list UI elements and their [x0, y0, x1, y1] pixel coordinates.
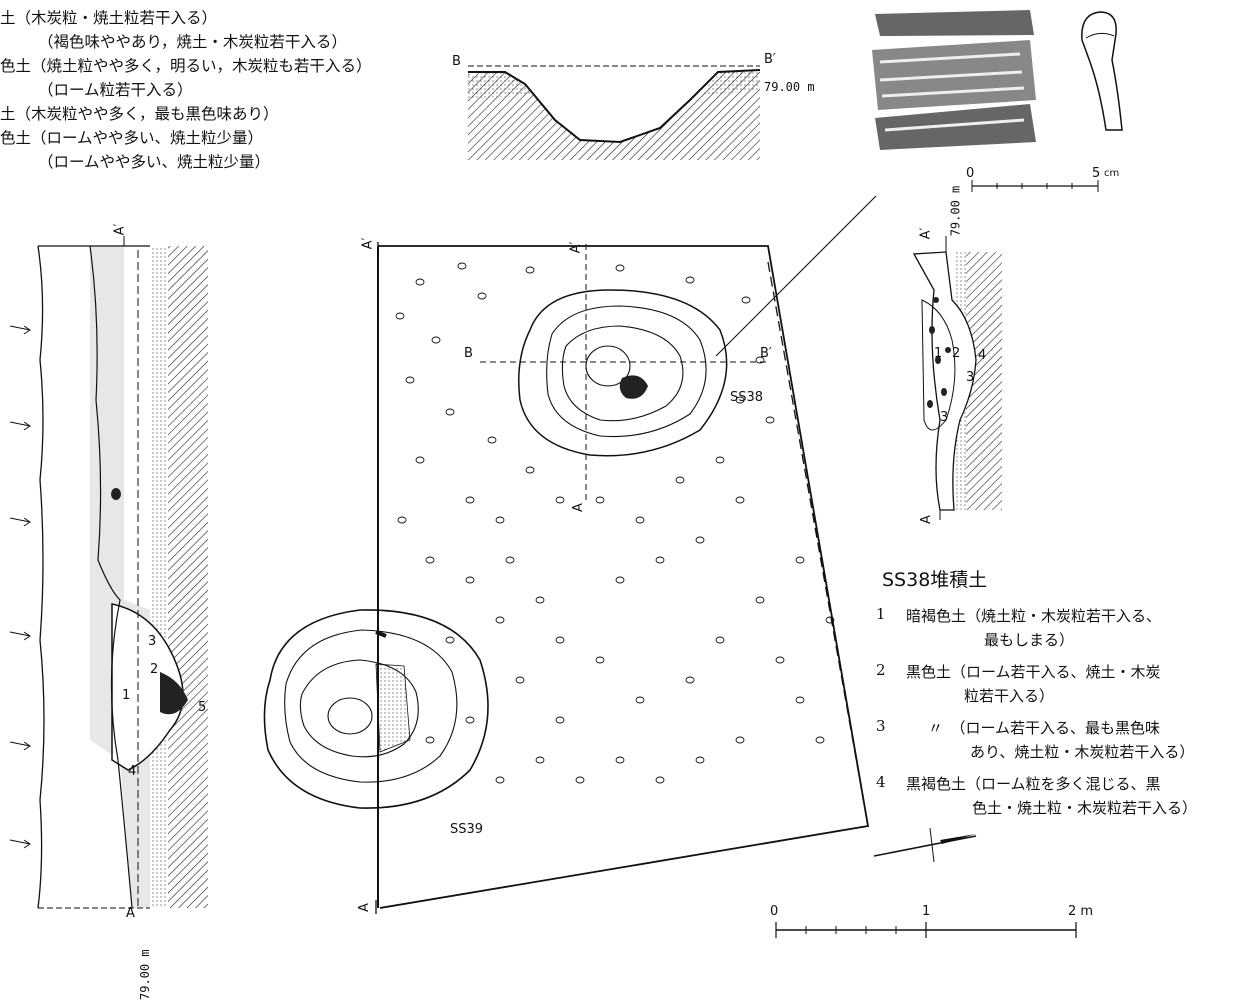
pit-ss38-label: SS38	[730, 390, 764, 405]
left-section-profile	[9, 236, 208, 909]
legend-item-num: 2	[876, 661, 886, 679]
left-section-top-label: A′	[112, 223, 128, 236]
right-layer-3: 3	[966, 370, 975, 385]
legend-item-num: 1	[876, 605, 886, 623]
plan-view	[263, 195, 877, 914]
pit-ss38	[518, 289, 728, 457]
legend-item-num: 4	[876, 773, 886, 791]
right-section-bottom-label: A	[918, 515, 934, 524]
legend-item-text: 最もしまる）	[984, 631, 1075, 649]
legend-line: （ロームやや多い、焼土粒少量）	[38, 153, 271, 171]
left-layer-4: 4	[128, 764, 137, 779]
plan-scale-one: 1	[922, 904, 931, 919]
right-layer-2: 2	[952, 346, 961, 361]
left-layer-1: 1	[122, 688, 131, 703]
right-section-elevation: 79.00 m	[948, 185, 963, 237]
artifact-scale-zero: 0	[966, 166, 975, 181]
legend-line: 土（木炭粒やや多く，最も黒色味あり）	[0, 105, 279, 123]
plan-b-prime-label: B′	[760, 346, 772, 361]
plan-a-bottom: A	[356, 903, 372, 912]
legend-item-text: 黒色土（ローム若干入る、焼土・木炭	[906, 663, 1161, 681]
north-arrow	[873, 827, 977, 863]
artifact-scale-five: 5	[1092, 166, 1101, 181]
legend-line: 色土（焼土粒やや多く，明るい，木炭粒も若干入る）	[0, 57, 372, 75]
left-section-bottom-label: A	[126, 906, 135, 921]
right-layer-4: 4	[978, 348, 987, 363]
section-bb-elevation: 79.00 m	[764, 80, 815, 94]
artifact-scale-unit: cm	[1104, 168, 1120, 179]
section-b-prime-label: B′	[764, 52, 776, 67]
plan-b-label: B	[464, 346, 473, 361]
plan-a-prime-mid: A′	[568, 241, 584, 254]
pit-ss39	[263, 609, 489, 809]
excavation-drawing	[9, 10, 1123, 938]
scattered-stones	[395, 262, 835, 784]
plan-scale-two: 2 m	[1068, 904, 1094, 919]
legend-item-text: 〃 （ローム若干入る、最も黒色味	[928, 719, 1161, 737]
legend-item-text: 暗褐色土（焼土粒・木炭粒若干入る、	[906, 607, 1162, 625]
right-layer-1: 1	[934, 346, 943, 361]
legend-line: （褐色味ややあり，焼土・木炭粒若干入る）	[38, 33, 347, 51]
legend-item-num: 3	[876, 717, 886, 735]
right-layer-3b: 3	[940, 410, 949, 425]
left-layer-2: 2	[150, 662, 159, 677]
legend-line: 色土（ロームやや多い、焼土粒少量）	[0, 129, 264, 147]
left-section-elevation-text: 79.00 m	[138, 949, 152, 1000]
legend-item-text: 黒褐色土（ローム粒を多く混じる、黒	[906, 775, 1161, 793]
pit-ss39-label: SS39	[450, 822, 484, 837]
right-section-profile	[912, 236, 1002, 520]
plan-scale-bar	[775, 922, 1077, 938]
section-bb-profile	[468, 65, 761, 160]
legend-line: 土（木炭粒・焼土粒若干入る）	[0, 9, 218, 27]
ss38-legend-title: SS38堆積土	[882, 569, 988, 591]
legend-item-text: 粒若干入る）	[964, 687, 1055, 705]
legend-item-text: あり、焼土粒・木炭粒若干入る）	[970, 743, 1195, 761]
right-section-top-label: A′	[918, 227, 934, 240]
legend-line: （ローム粒若干入る）	[38, 81, 193, 99]
legend-item-text: 色土・焼土粒・木炭粒若干入る）	[972, 799, 1198, 817]
artifact-profile-drawing	[1081, 11, 1123, 131]
plan-a-mid: A	[570, 503, 586, 512]
artifact-scale-bar	[971, 180, 1099, 192]
plan-scale-zero: 0	[770, 904, 779, 919]
left-layer-5: 5	[198, 700, 207, 715]
section-b-label: B	[452, 54, 461, 69]
plan-a-prime-left: A′	[360, 237, 376, 250]
artifact-fragment-drawing	[872, 10, 1036, 150]
left-layer-3: 3	[148, 634, 157, 649]
